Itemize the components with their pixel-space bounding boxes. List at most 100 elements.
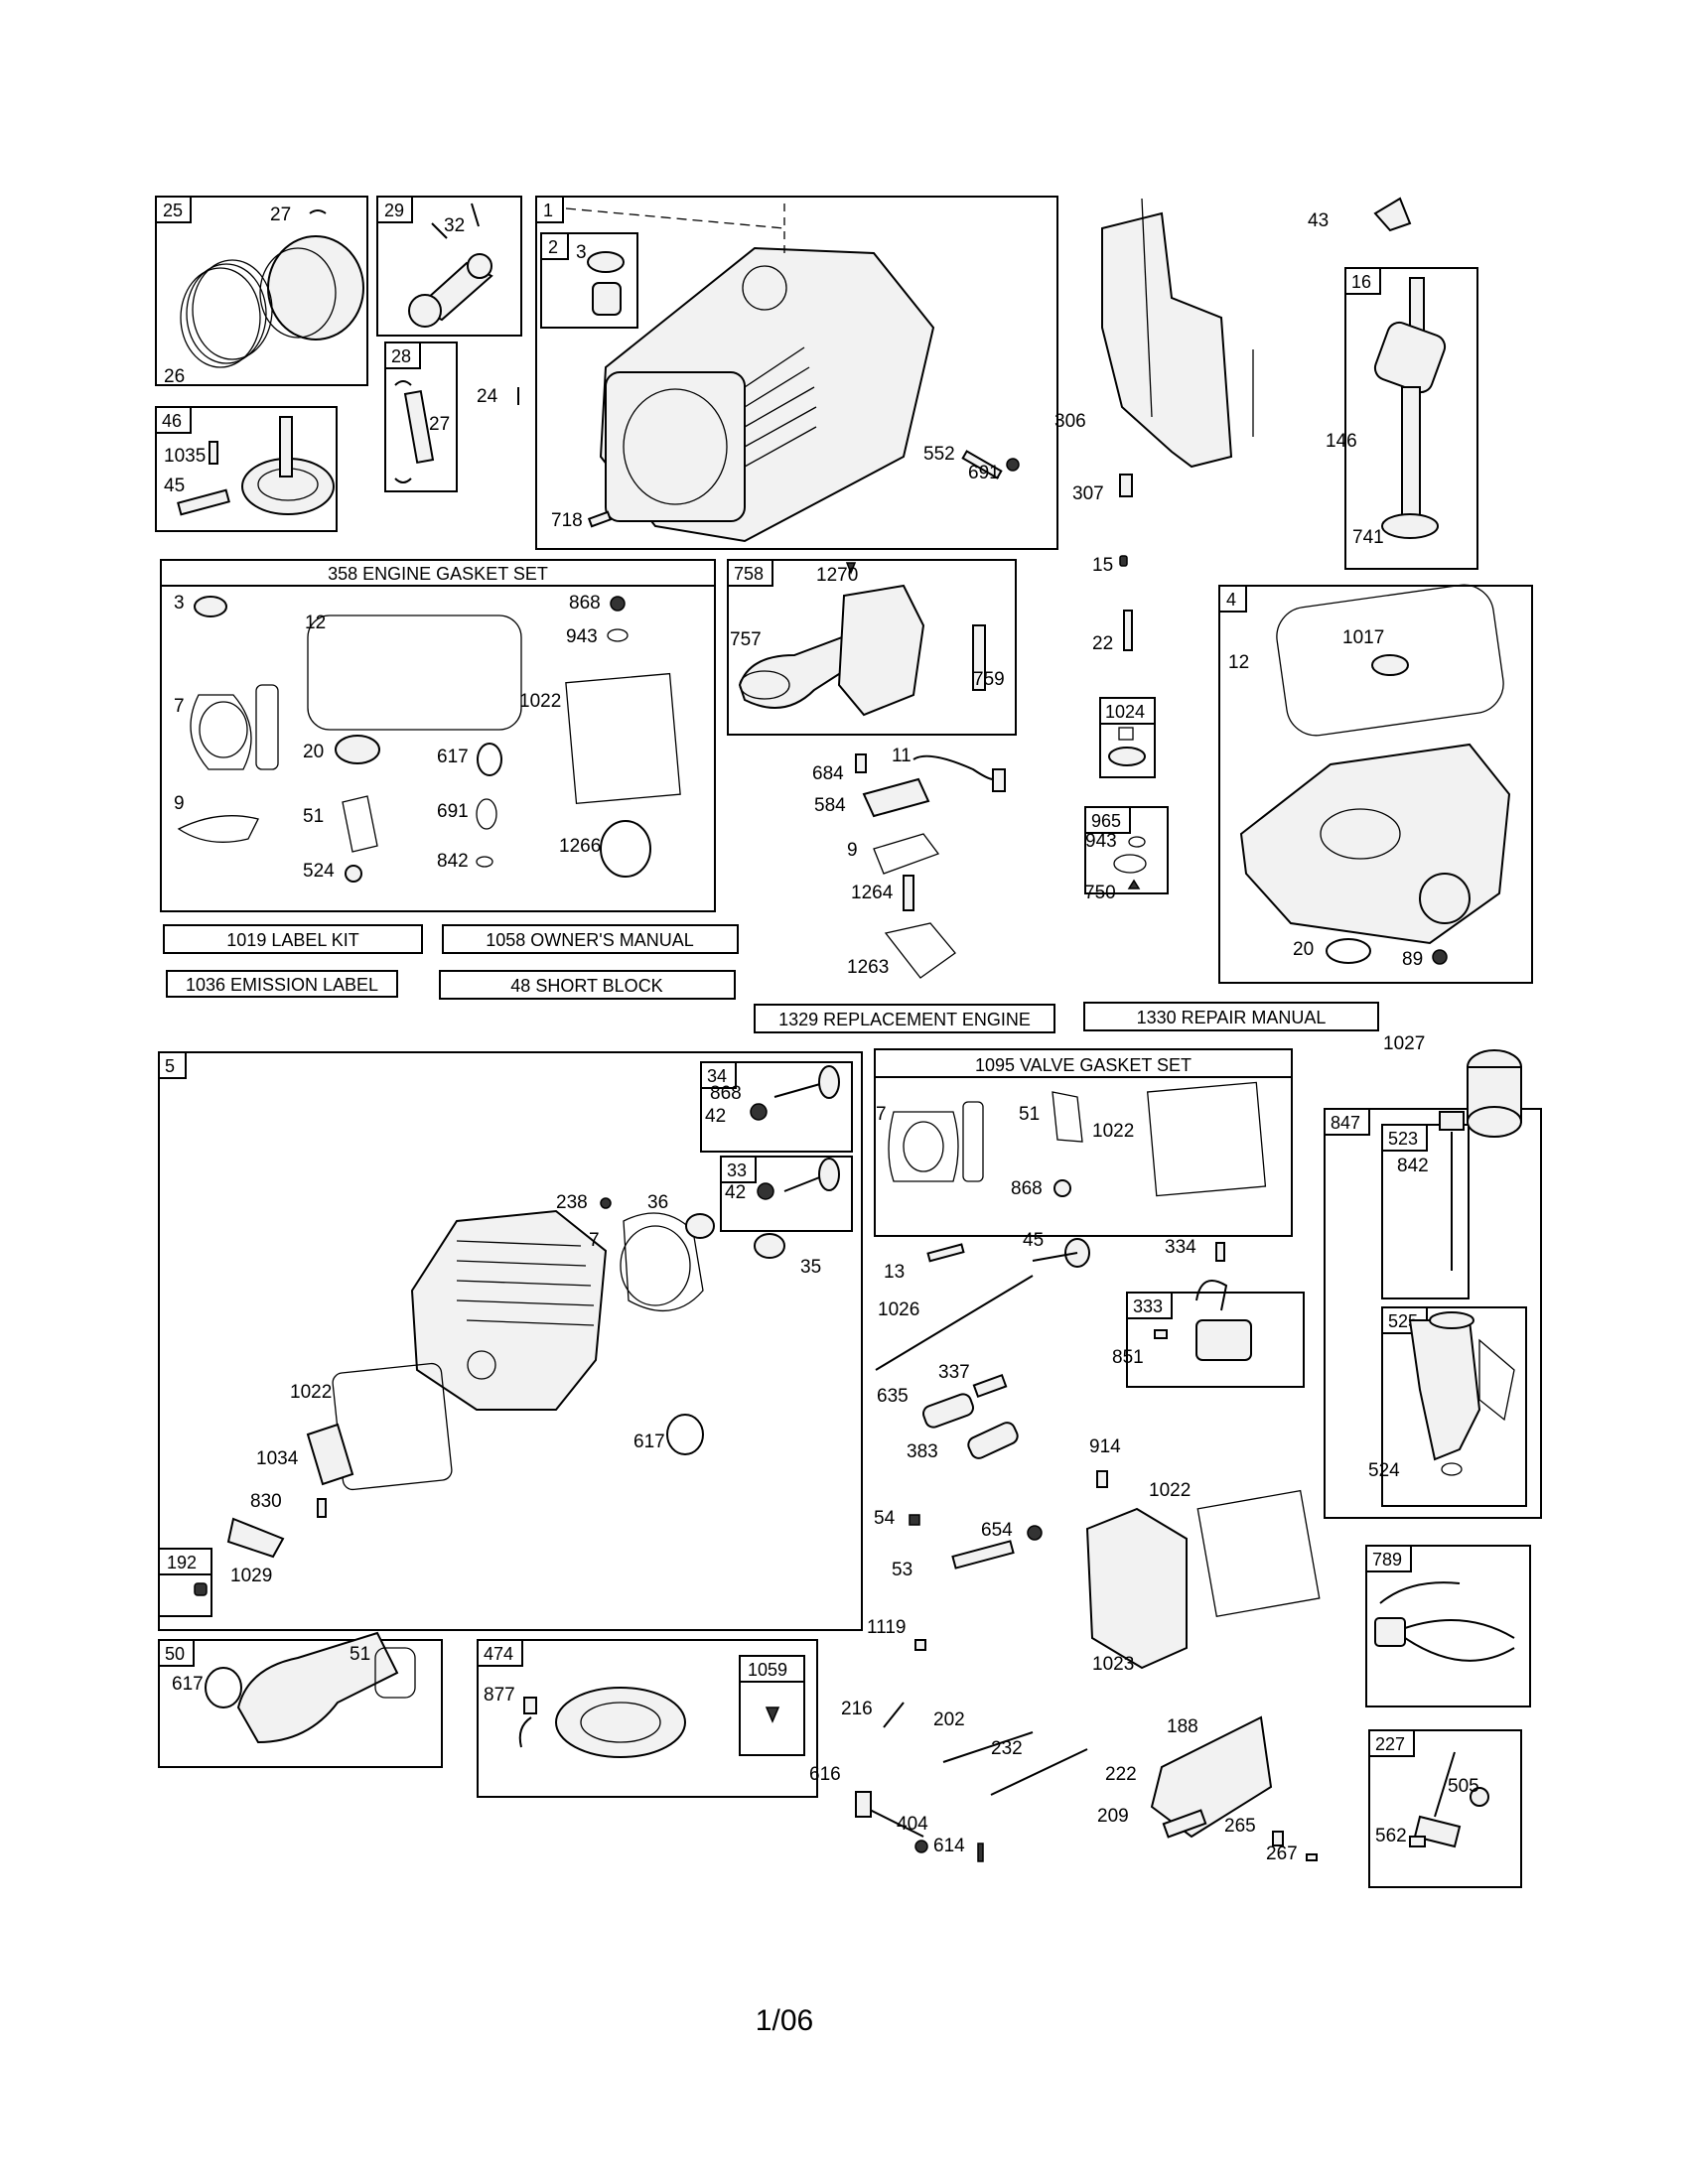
callout-1022: 1022 [519,691,561,712]
callout-614: 614 [933,1836,965,1856]
callout-1263: 1263 [847,957,889,978]
frame-harness [1365,1545,1531,1707]
callout-505: 505 [1448,1776,1479,1797]
box-label-34: 34 [707,1066,727,1086]
callout-232: 232 [991,1738,1023,1759]
frame-oil-fill [1324,1108,1542,1519]
callout-750: 750 [1084,883,1116,903]
footer-date-code: 1/06 [756,2004,813,2037]
box-label-50: 50 [165,1644,185,1664]
callout-146: 146 [1326,431,1357,452]
banner-repair-manual: 1330 REPAIR MANUAL [1137,1008,1327,1027]
callout-741: 741 [1352,527,1384,548]
callout-877: 877 [484,1685,515,1706]
callout-851: 851 [1112,1347,1144,1368]
piston-pin-illustration [394,380,435,483]
throttle-linkage-illustration [855,1702,1088,1862]
cam-illustration [738,562,986,717]
callout-45-linkage: 45 [1023,1230,1044,1251]
callout-830: 830 [250,1491,282,1512]
callout-26: 26 [164,366,185,387]
linkage-illustration [875,1238,1252,1651]
bolt-22-illustration [1123,610,1133,651]
rocker-cover-illustration [1085,1489,1321,1670]
cylinder-head-illustration [194,1197,785,1596]
callout-13: 13 [884,1262,905,1283]
callout-20-sump: 20 [1293,939,1314,960]
callout-7: 7 [174,696,185,717]
callout-524: 524 [303,861,335,882]
callout-9-breather: 9 [847,840,858,861]
baffle-illustration [1101,198,1254,497]
frame-sleeve [540,232,638,329]
bracket-43-illustration [1373,197,1412,232]
box-label-16: 16 [1351,272,1371,292]
callout-383: 383 [907,1441,938,1462]
callout-1034: 1034 [256,1448,299,1469]
callout-334: 334 [1165,1237,1196,1258]
callout-654: 654 [981,1520,1013,1541]
box-label-1059: 1059 [748,1660,787,1680]
callout-53: 53 [892,1560,912,1580]
box-number-tags: 25 29 1 2 28 46 16 758 4 1024 965 5 34 3… [155,196,1428,1757]
box-label-523: 523 [1388,1129,1418,1149]
breather-illustration [1108,727,1146,766]
callout-32: 32 [444,215,465,236]
governor-lever-illustration [1409,1751,1489,1848]
sump-illustration [1239,584,1511,965]
callout-1023: 1023 [1092,1654,1134,1675]
callout-868-valve: 868 [710,1083,742,1104]
callout-943-seal: 943 [1085,831,1117,852]
breather-tube-illustration [855,753,1006,979]
callout-238: 238 [556,1192,588,1213]
control-bracket-illustration [1150,1715,1318,1861]
callout-617-head: 617 [633,1432,665,1452]
callout-1027: 1027 [1383,1033,1425,1054]
callout-265: 265 [1224,1816,1256,1837]
valve-gasket-set-illustration [888,1081,1267,1197]
callout-691-gasket: 691 [437,801,469,822]
box-label-192: 192 [167,1553,197,1572]
box-label-965: 965 [1091,811,1121,831]
callout-3: 3 [576,242,587,263]
callout-24: 24 [477,386,498,407]
callout-267: 267 [1266,1843,1298,1864]
banner-short-block: 48 SHORT BLOCK [510,976,662,996]
callout-759: 759 [973,669,1005,690]
callout-562: 562 [1375,1826,1407,1846]
callout-7-head: 7 [589,1230,600,1251]
assembly-frames [155,196,1542,1888]
callout-691: 691 [968,463,1000,483]
callout-9: 9 [174,793,185,814]
callout-51-intake: 51 [350,1644,370,1665]
callout-914: 914 [1089,1436,1121,1457]
callout-35: 35 [800,1257,821,1278]
callout-868: 868 [569,593,601,614]
callout-51-valve-set: 51 [1019,1104,1040,1125]
frame-alternator [477,1639,818,1798]
callout-22: 22 [1092,633,1113,654]
callout-584: 584 [814,795,846,816]
callout-1266: 1266 [559,836,601,857]
dipstick-illustration [1408,1111,1515,1476]
banner-owners-manual: 1058 OWNER'S MANUAL [486,930,694,950]
box-label-33: 33 [727,1160,747,1180]
box-label-333: 333 [1133,1297,1163,1316]
seal-kit-illustration [1113,836,1147,889]
callout-12-sump: 12 [1228,652,1249,673]
callout-617-intake: 617 [172,1674,204,1695]
banner-label-kit: 1019 LABEL KIT [226,930,358,950]
callout-1119: 1119 [867,1617,906,1638]
governor-gear-illustration [177,416,335,516]
frame-ignition-coil [1126,1292,1305,1388]
callout-1022-cover: 1022 [1149,1480,1191,1501]
callout-842: 842 [437,851,469,872]
box-label-4: 4 [1226,590,1236,610]
callout-1022-head: 1022 [290,1382,332,1403]
callout-616: 616 [809,1764,841,1785]
callout-524-tube: 524 [1368,1460,1400,1481]
callout-1264: 1264 [851,883,894,903]
banners: 358 ENGINE GASKET SET 1019 LABEL KIT 105… [161,564,1379,1078]
frame-intake-valve [720,1156,853,1232]
callout-51: 51 [303,806,324,827]
